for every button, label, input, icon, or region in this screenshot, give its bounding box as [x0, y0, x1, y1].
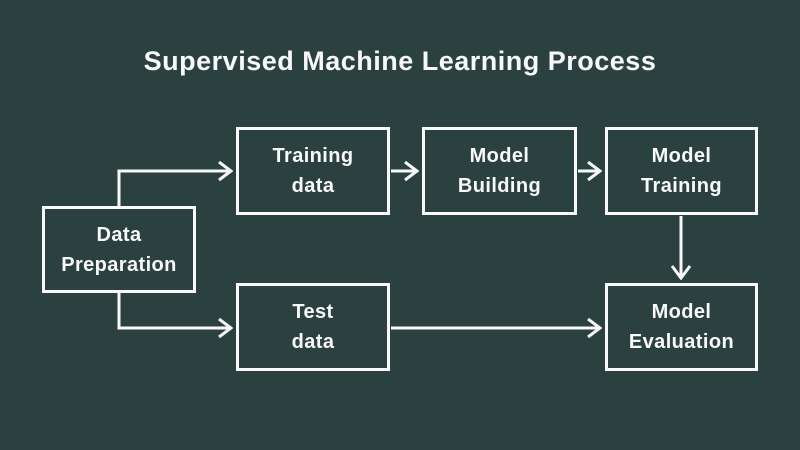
node-label-line: Training — [641, 175, 722, 197]
diagram-title: Supervised Machine Learning Process — [143, 46, 657, 76]
node-data-preparation: Data Preparation — [42, 206, 196, 293]
node-label-line: Preparation — [61, 253, 177, 276]
node-label-line: data — [291, 175, 335, 197]
node-label-line: Model — [651, 301, 712, 323]
node-label-line: Model — [651, 145, 712, 167]
node-label-line: Building — [457, 175, 542, 197]
node-label-line: data — [291, 331, 335, 353]
node-training-data: Training data — [236, 127, 390, 215]
node-label-line: Model — [469, 145, 530, 167]
edge-data-preparation-to-test-data — [117, 293, 231, 328]
node-label-line: Data — [96, 223, 142, 246]
node-model-evaluation: Model Evaluation — [605, 283, 758, 371]
node-model-building: Model Building — [422, 127, 577, 215]
node-label-line: Test — [292, 301, 334, 323]
node-label-line: Training — [272, 145, 354, 167]
node-test-data: Test data — [236, 283, 390, 371]
node-model-training: Model Training — [605, 127, 758, 215]
edge-data-preparation-to-training-data — [117, 171, 231, 206]
node-label-line: Evaluation — [628, 331, 735, 353]
